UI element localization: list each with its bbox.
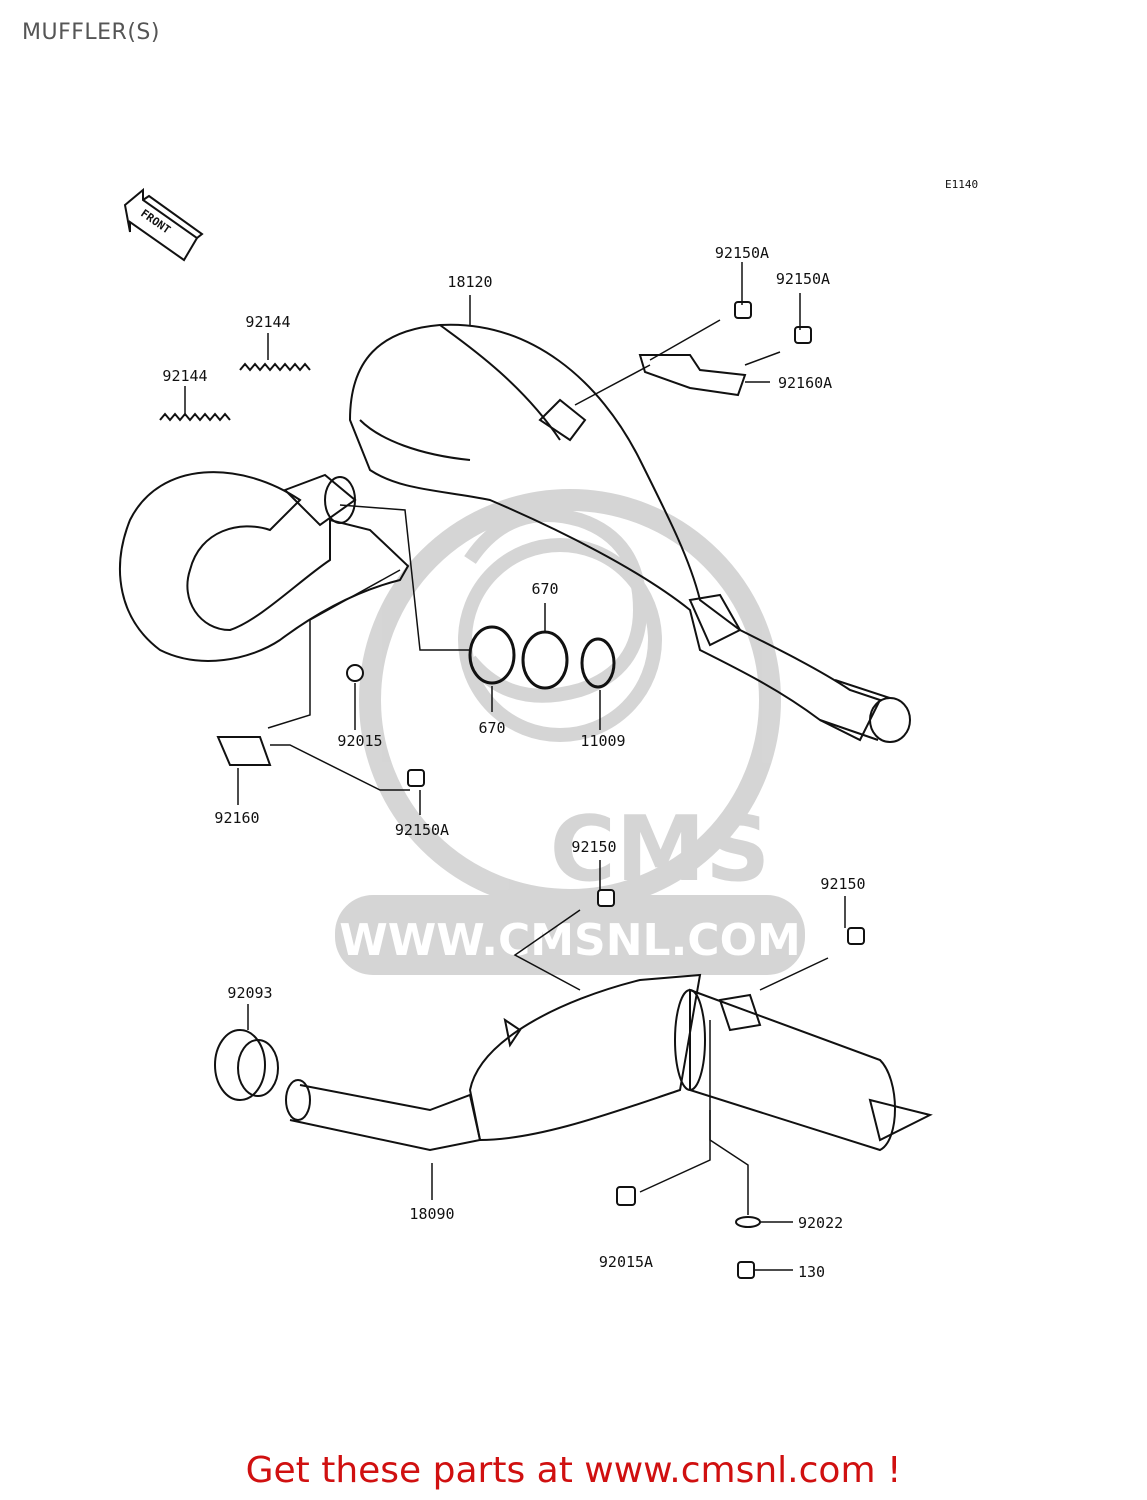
part-label-92160a: 92160A (778, 374, 832, 392)
insert-icon (214, 1029, 279, 1101)
expansion-chamber (348, 323, 911, 743)
part-label-130: 130 (798, 1263, 825, 1281)
part-label-92144: 92144 (162, 367, 207, 385)
bolt-icon (346, 301, 865, 1279)
part-label-18090: 18090 (409, 1205, 454, 1223)
part-label-92015a: 92015A (599, 1253, 653, 1271)
part-label-18120: 18120 (447, 273, 492, 291)
part-label-92150: 92150 (820, 875, 865, 893)
header-pipe (119, 471, 410, 662)
watermark-logo: CMS (550, 797, 770, 902)
cmsnl-watermark: WWW.CMSNL.COM CMS (335, 489, 805, 975)
cmsnl-parts-link[interactable]: Get these parts at www.cmsnl.com ! (245, 1450, 902, 1491)
part-label-670: 670 (478, 719, 505, 737)
spring-icon (159, 362, 311, 422)
part-label-11009: 11009 (580, 732, 625, 750)
leader-lines (184, 262, 846, 1271)
part-label-92015: 92015 (337, 732, 382, 750)
diagram-code: E1140 (945, 178, 978, 191)
watermark-site: WWW.CMSNL.COM (339, 915, 801, 966)
page-title: MUFFLER(S) (22, 20, 160, 45)
bracket-icon (216, 354, 747, 766)
part-label-92150a: 92150A (395, 821, 449, 839)
front-arrow-icon: FRONT (123, 187, 204, 262)
part-label-92160: 92160 (214, 809, 259, 827)
part-label-92144: 92144 (245, 313, 290, 331)
muffler-parts-diagram: WWW.CMSNL.COM CMS E1140 FRONT (119, 178, 978, 1281)
part-label-670: 670 (531, 580, 558, 598)
part-label-92150a: 92150A (715, 244, 769, 262)
part-label-92150: 92150 (571, 838, 616, 856)
part-label-92150a: 92150A (776, 270, 830, 288)
o-ring-icon (468, 625, 616, 690)
part-label-92093: 92093 (227, 984, 272, 1002)
part-label-92022: 92022 (798, 1214, 843, 1232)
silencer (285, 973, 933, 1152)
